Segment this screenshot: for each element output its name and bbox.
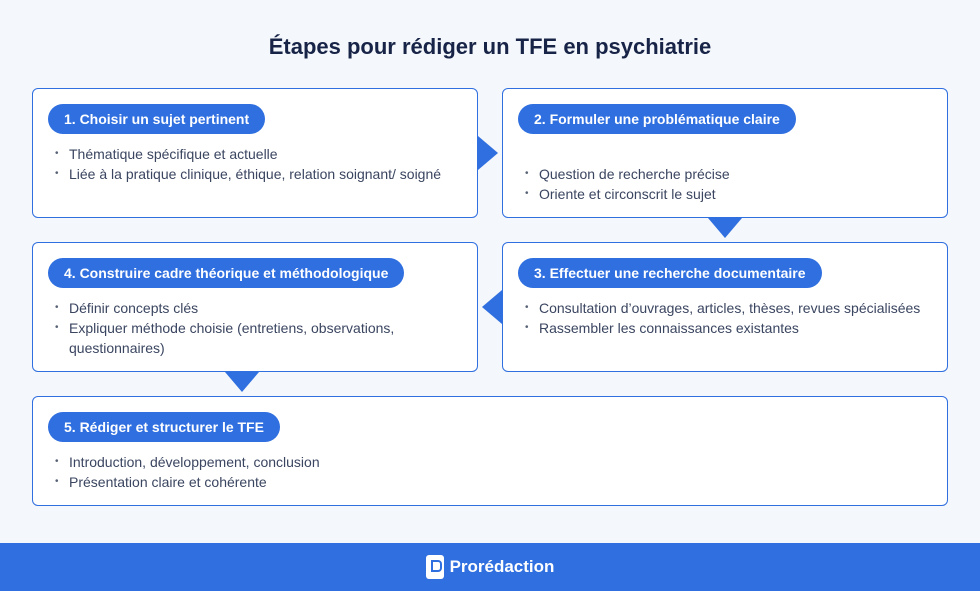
step-1-label: 1. Choisir un sujet pertinent	[48, 104, 266, 134]
step-4-label: 4. Construire cadre théorique et méthodo…	[48, 258, 405, 288]
bullet: Introduction, développement, conclusion	[55, 452, 923, 472]
brand-name: Prorédaction	[449, 557, 555, 576]
step-3-label: 3. Effectuer une recherche documentaire	[518, 258, 822, 288]
step-4-bullets: Définir concepts clés Expliquer méthode …	[55, 298, 453, 358]
step-2-label: 2. Formuler une problématique claire	[518, 104, 796, 134]
arrow-left-icon	[482, 290, 502, 324]
step-2-bullets: Question de recherche précise Oriente et…	[525, 164, 923, 204]
step-5-label: 5. Rédiger et structurer le TFE	[48, 412, 280, 442]
bullet: Oriente et circonscrit le sujet	[525, 184, 923, 204]
step-1-card: 1. Choisir un sujet pertinent Thématique…	[32, 88, 478, 218]
arrow-down-icon	[225, 372, 259, 392]
step-4-card: 4. Construire cadre théorique et méthodo…	[32, 242, 478, 372]
bullet: Liée à la pratique clinique, éthique, re…	[55, 164, 453, 184]
brand-logo: Prorédaction	[425, 555, 555, 579]
step-1-bullets: Thématique spécifique et actuelle Liée à…	[55, 144, 453, 184]
proredaction-logo-icon	[425, 555, 444, 579]
bullet: Thématique spécifique et actuelle	[55, 144, 453, 164]
arrow-right-icon	[478, 136, 498, 170]
page-title: Étapes pour rédiger un TFE en psychiatri…	[268, 34, 712, 59]
bullet: Expliquer méthode choisie (entretiens, o…	[55, 318, 453, 358]
bullet: Consultation d’ouvrages, articles, thèse…	[525, 298, 923, 318]
step-2-card: 2. Formuler une problématique claire Que…	[502, 88, 948, 218]
bullet: Question de recherche précise	[525, 164, 923, 184]
footer-bar: Prorédaction	[0, 543, 980, 591]
step-3-card: 3. Effectuer une recherche documentaire …	[502, 242, 948, 372]
bullet: Présentation claire et cohérente	[55, 472, 923, 492]
step-3-bullets: Consultation d’ouvrages, articles, thèse…	[525, 298, 923, 338]
arrow-down-icon	[708, 218, 742, 238]
bullet: Rassembler les connaissances existantes	[525, 318, 923, 338]
step-5-bullets: Introduction, développement, conclusion …	[55, 452, 923, 492]
step-5-card: 5. Rédiger et structurer le TFE Introduc…	[32, 396, 948, 506]
bullet: Définir concepts clés	[55, 298, 453, 318]
